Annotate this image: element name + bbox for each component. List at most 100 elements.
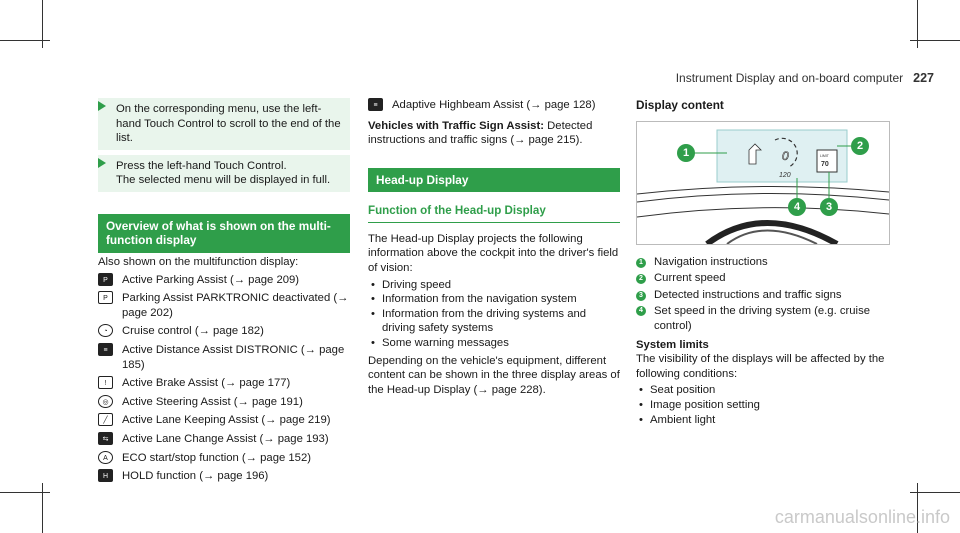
legend-item: 1 Navigation instructions bbox=[636, 255, 892, 270]
bullet-item: Information from the driving systems and… bbox=[368, 307, 620, 336]
item-text: Active Lane Keeping Assist (→ page 219) bbox=[122, 414, 331, 427]
limits-intro: The visibility of the displays will be a… bbox=[636, 353, 885, 380]
steering-wheel bbox=[726, 229, 818, 244]
bullet-item: Some warning messages bbox=[368, 336, 620, 351]
item-text: ECO start/stop function (→ page 152) bbox=[122, 451, 312, 464]
bullet-item: Seat position bbox=[636, 383, 892, 398]
legend-item: 4 Set speed in the driving system (e.g. c… bbox=[636, 304, 892, 333]
callout-3: 3 bbox=[820, 197, 838, 216]
item-text: Active Parking Assist (→ page 209) bbox=[122, 273, 300, 286]
bullet-item: Driving speed bbox=[368, 278, 620, 293]
cruise-control-icon: ◔ bbox=[98, 324, 113, 338]
current-speed-display: 0 bbox=[782, 149, 789, 163]
list-item: A ECO start/stop function (→ page 152) bbox=[98, 450, 350, 466]
callout-2: 2 bbox=[851, 136, 869, 155]
header-title: Instrument Display and on-board computer bbox=[675, 71, 904, 85]
legend-text: Detected instructions and traffic signs bbox=[654, 288, 842, 301]
section-heading: Overview of what is shown on the multi-f… bbox=[98, 213, 350, 253]
list-item: ╱ Active Lane Keeping Assist (→ page 219) bbox=[98, 413, 350, 428]
lane-change-icon: ⇆ bbox=[98, 431, 113, 445]
item-text: Adaptive Highbeam Assist (→ page 128) bbox=[392, 99, 596, 111]
speed-limit-sign bbox=[816, 149, 838, 173]
step-result: The selected menu will be displayed in f… bbox=[116, 174, 331, 187]
instruction-step: On the corresponding menu, use the left-… bbox=[98, 98, 350, 150]
step-text: On the corresponding menu, use the left-… bbox=[116, 103, 341, 145]
list-item: ≡Adaptive Highbeam Assist (→ page 128) bbox=[368, 98, 620, 113]
running-header: Instrument Display and on-board computer… bbox=[676, 71, 934, 85]
display-content-heading: Display content bbox=[636, 98, 724, 112]
outro-text: Depending on the vehicle's equipment, di… bbox=[368, 354, 620, 396]
legend-text: Current speed bbox=[654, 272, 726, 285]
list-item: ◎ Active Steering Assist (→ page 191) bbox=[98, 394, 350, 410]
tsa-label: Vehicles with Traffic Sign Assist: bbox=[368, 119, 544, 132]
bullet-item: Image position setting bbox=[636, 398, 892, 413]
speed-arc bbox=[774, 137, 798, 168]
steering-assist-icon: ◎ bbox=[98, 394, 113, 408]
step-text: Press the left-hand Touch Control. bbox=[116, 159, 287, 172]
list-item: ◔ Cruise control (→ page 182) bbox=[98, 324, 350, 339]
limits-list: Seat position Image position setting Amb… bbox=[636, 383, 892, 427]
intro-text: The Head-up Display projects the followi… bbox=[368, 232, 619, 275]
bullet-list: Driving speed Information from the navig… bbox=[368, 278, 620, 351]
hud-svg: 0 120 LIMIT 70 bbox=[637, 129, 889, 244]
item-text: Parking Assist PARKTRONIC deactivated (→… bbox=[122, 292, 349, 319]
list-item: P Parking Assist PARKTRONIC deactivated (… bbox=[98, 291, 350, 320]
distance-assist-icon: ≡ bbox=[98, 342, 113, 356]
hud-illustration: 0 120 LIMIT 70 1 2 3 4 bbox=[636, 120, 890, 245]
dashboard-line bbox=[637, 192, 889, 203]
column-3: Display content 0 120 LIMIT 70 bbox=[636, 98, 892, 427]
list-item: ⇆ Active Lane Change Assist (→ page 193) bbox=[98, 431, 350, 447]
page-number: 227 bbox=[913, 71, 934, 85]
step-arrow-icon bbox=[98, 157, 106, 168]
bullet-item: Information from the navigation system bbox=[368, 292, 620, 307]
section-heading: Head-up Display bbox=[368, 167, 620, 193]
dashboard-line bbox=[637, 185, 889, 195]
parking-assist-off-icon: P bbox=[98, 291, 113, 305]
item-text: Active Steering Assist (→ page 191) bbox=[122, 395, 303, 408]
crop-mark bbox=[917, 483, 918, 533]
crop-mark bbox=[910, 40, 960, 41]
lane-keeping-icon: ╱ bbox=[98, 413, 113, 427]
item-text: Active Lane Change Assist (→ page 193) bbox=[122, 432, 329, 445]
crop-mark bbox=[910, 492, 960, 493]
bullet-item: Ambient light bbox=[636, 413, 892, 428]
steering-wheel bbox=[705, 219, 839, 244]
hold-icon: H bbox=[98, 469, 113, 483]
legend-number: 4 bbox=[636, 306, 646, 317]
list-item: ! Active Brake Assist (→ page 177) bbox=[98, 376, 350, 391]
instruction-step: Press the left-hand Touch Control. The s… bbox=[98, 154, 350, 192]
intro-text: Also shown on the multifunction display: bbox=[98, 255, 299, 268]
item-text: Cruise control (→ page 182) bbox=[122, 325, 264, 338]
callout-4: 4 bbox=[788, 197, 806, 216]
dashboard-line bbox=[637, 206, 889, 218]
item-text: Active Distance Assist DISTRONIC (→ page… bbox=[122, 343, 345, 371]
tsa-text: Detected instructions and traffic signs … bbox=[368, 119, 593, 147]
active-parking-assist-icon: P bbox=[98, 272, 113, 286]
crop-mark bbox=[0, 40, 50, 41]
brake-assist-off-icon: ! bbox=[98, 376, 113, 390]
callout-1: 1 bbox=[677, 143, 695, 162]
crop-mark bbox=[42, 483, 43, 533]
legend-text: Set speed in the driving system (e.g. cr… bbox=[654, 305, 870, 332]
set-speed-value: 120 bbox=[779, 172, 791, 179]
limit-label: LIMIT bbox=[820, 154, 830, 158]
icon-list: P Active Parking Assist (→ page 209) P Par… bbox=[98, 272, 350, 484]
crop-mark bbox=[42, 0, 43, 48]
limit-value: 70 bbox=[821, 161, 829, 168]
watermark: carmanualsonline.info bbox=[774, 507, 950, 527]
list-item: ≡ Active Distance Assist DISTRONIC (→ pag… bbox=[98, 342, 350, 372]
subsection-heading: Function of the Head-up Display bbox=[368, 204, 620, 223]
legend-text: Navigation instructions bbox=[654, 255, 768, 268]
navigation-arrow-icon bbox=[748, 143, 762, 164]
eco-start-stop-icon: A bbox=[98, 450, 113, 464]
crop-mark bbox=[917, 0, 918, 48]
tsa-paragraph: Vehicles with Traffic Sign Assist: Detec… bbox=[368, 119, 620, 148]
legend-number: 1 bbox=[636, 257, 646, 268]
list-item: H HOLD function (→ page 196) bbox=[98, 469, 350, 484]
column-1: On the corresponding menu, use the left-… bbox=[98, 98, 350, 488]
item-text: HOLD function (→ page 196) bbox=[122, 470, 269, 483]
legend-number: 3 bbox=[636, 290, 646, 301]
item-text: Active Brake Assist (→ page 177) bbox=[122, 377, 291, 390]
system-limits-heading: System limits bbox=[636, 338, 709, 351]
